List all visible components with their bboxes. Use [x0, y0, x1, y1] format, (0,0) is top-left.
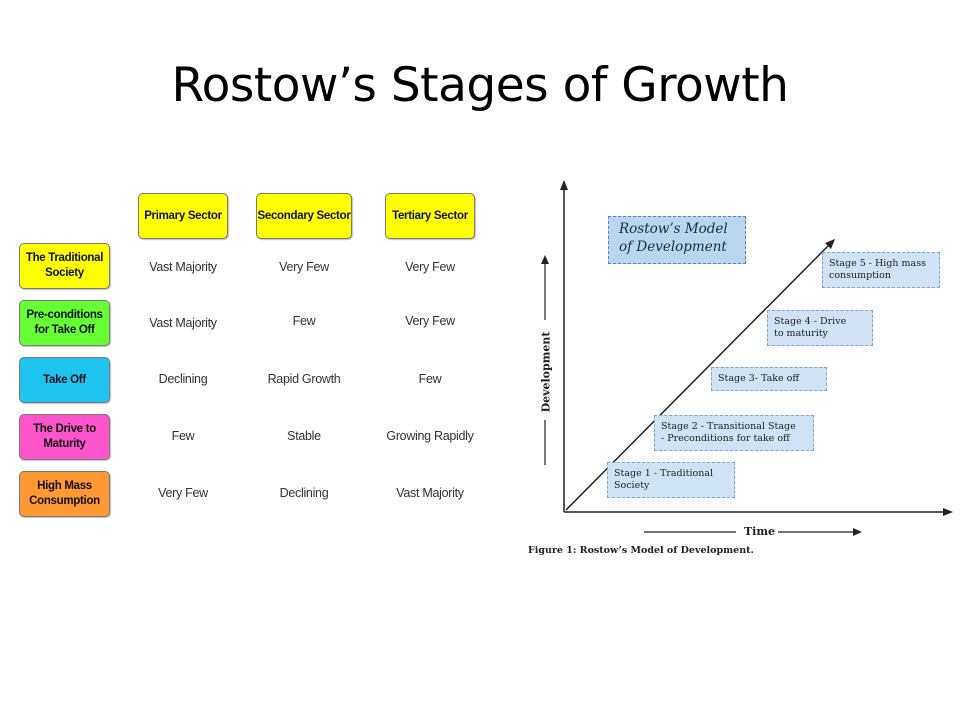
table-cell-r1-primary: Vast Majority — [149, 260, 217, 274]
figure-caption: Figure 1: Rostow’s Model of Development. — [528, 545, 754, 556]
table-cell-r4-secondary: Stable — [287, 429, 321, 443]
y-axis-arrowhead — [560, 180, 568, 190]
y-axis-label: Development — [539, 331, 553, 413]
table-cell-r5-tertiary: Vast Majority — [396, 486, 464, 500]
slide-title: Rostow’s Stages of Growth — [171, 58, 789, 113]
table-cell-r2-primary: Vast Majority — [149, 316, 217, 330]
growth-diagonal-arrowhead — [825, 239, 835, 249]
table-cell-r5-secondary: Declining — [279, 486, 329, 500]
table-cell-r3-primary: Declining — [158, 372, 208, 386]
row-label-high-mass-consumption: High Mass Consumption — [19, 471, 110, 517]
stage-4-box: Stage 4 - Drive to maturity — [767, 310, 873, 346]
row-label-traditional-society: The Traditional Society — [19, 243, 110, 289]
stage-5-box: Stage 5 - High mass consumption — [822, 252, 940, 288]
table-cell-r3-tertiary: Few — [418, 372, 442, 386]
column-header-primary-sector: Primary Sector — [138, 193, 228, 239]
x-axis-label: Time — [744, 525, 776, 538]
stage-2-box: Stage 2 - Transitional Stage - Precondit… — [654, 415, 814, 451]
column-header-secondary-sector: Secondary Sector — [256, 193, 352, 239]
table-cell-r1-secondary: Very Few — [279, 260, 329, 274]
stage-1-box: Stage 1 - Traditional Society — [607, 462, 735, 498]
row-label-preconditions: Pre-conditions for Take Off — [19, 300, 110, 346]
time-arrow-head — [853, 528, 862, 536]
table-cell-r5-primary: Very Few — [158, 486, 208, 500]
table-cell-r2-tertiary: Very Few — [405, 314, 455, 328]
table-cell-r2-secondary: Few — [292, 314, 316, 328]
table-cell-r1-tertiary: Very Few — [405, 260, 455, 274]
stage-3-box: Stage 3- Take off — [711, 367, 827, 391]
table-cell-r4-tertiary: Growing Rapidly — [386, 429, 474, 443]
table-cell-r3-secondary: Rapid Growth — [267, 372, 341, 386]
row-label-take-off: Take Off — [19, 357, 110, 403]
column-header-tertiary-sector: Tertiary Sector — [385, 193, 475, 239]
development-arrow-head — [541, 255, 549, 264]
row-label-drive-to-maturity: The Drive to Maturity — [19, 414, 110, 460]
table-cell-r4-primary: Few — [171, 429, 195, 443]
model-title-box: Rostow’s Model of Development — [608, 216, 746, 264]
x-axis-arrowhead — [943, 508, 953, 516]
